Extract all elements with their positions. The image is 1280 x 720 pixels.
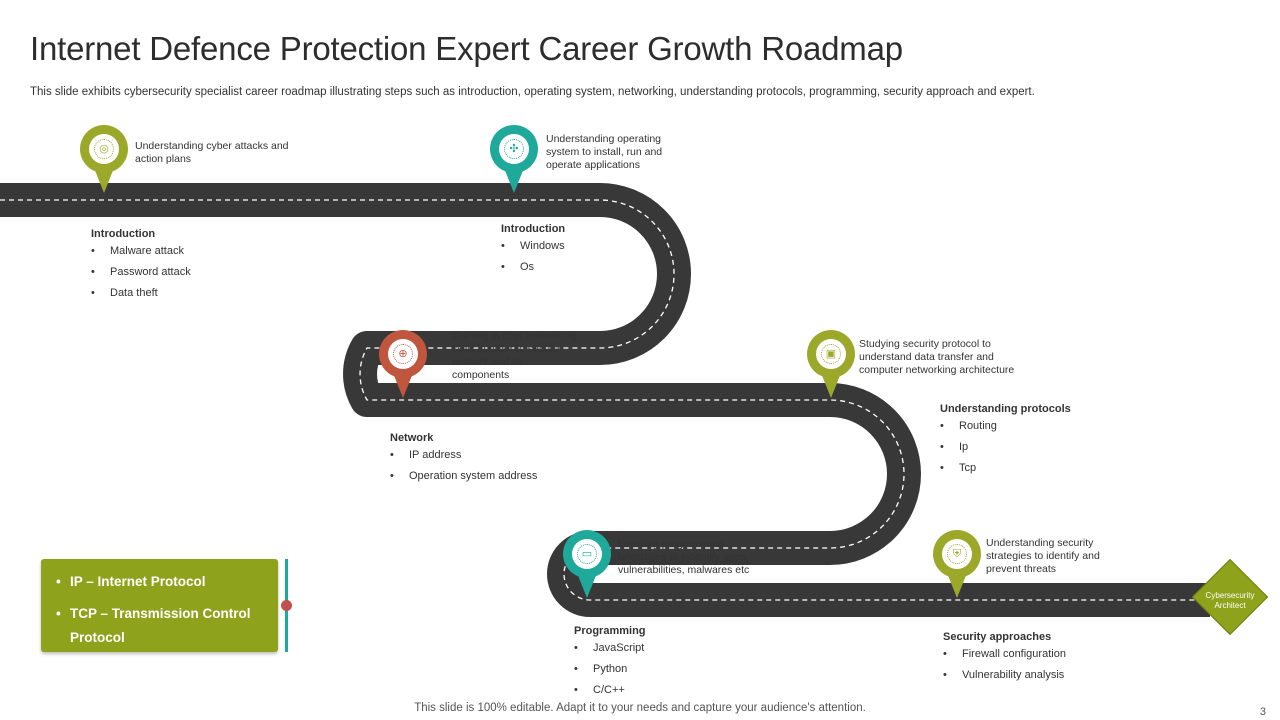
circuit-icon: ✣ — [509, 143, 519, 155]
legend-item: IP – Internet Protocol — [53, 570, 266, 594]
list-item: Password attack — [91, 266, 191, 287]
monitor-code-icon: ▭ — [581, 548, 593, 560]
network-globe-icon: ⊕ — [398, 348, 408, 360]
list-item: Firewall configuration — [943, 648, 1066, 669]
list-item: Vulnerability analysis — [943, 669, 1066, 690]
list-item: Operation system address — [390, 470, 537, 491]
list-item: IP address — [390, 449, 537, 470]
footer-note: This slide is 100% editable. Adapt it to… — [414, 702, 866, 714]
step-1-block: Introduction Malware attack Password att… — [91, 228, 191, 308]
list-item: Os — [501, 261, 565, 282]
list-item: Tcp — [940, 462, 1071, 483]
step-1-heading: Introduction — [91, 228, 156, 240]
step-2-pin: ✣ — [490, 125, 538, 197]
protocol-chip-icon: ▣ — [825, 348, 837, 360]
page-number: 3 — [1259, 706, 1266, 718]
step-6-heading: Security approaches — [943, 631, 1052, 643]
step-2-block: Introduction Windows Os — [501, 223, 565, 282]
legend-item: TCP – Transmission Control Protocol — [53, 602, 266, 650]
step-3-block: Network IP address Operation system addr… — [390, 432, 537, 491]
step-3-pin: ⊕ — [379, 330, 427, 402]
globe-gear-icon: ◎ — [99, 143, 109, 155]
slide-subtitle: This slide exhibits cybersecurity specia… — [30, 86, 1035, 98]
slide-title: Internet Defence Protection Expert Caree… — [30, 30, 903, 67]
step-6-pin: ⛨ — [933, 530, 981, 602]
step-5-pin: ▭ — [563, 530, 611, 602]
step-4-block: Understanding protocols Routing Ip Tcp — [940, 403, 1071, 483]
step-5-block: Programming JavaScript Python C/C++ — [574, 625, 646, 705]
list-item: Malware attack — [91, 245, 191, 266]
step-5-heading: Programming — [574, 625, 646, 637]
list-item: Python — [574, 663, 646, 684]
legend-connector-dot — [281, 600, 292, 611]
step-2-heading: Introduction — [501, 223, 566, 235]
shield-gear-icon: ⛨ — [952, 548, 962, 560]
step-6-block: Security approaches Firewall configurati… — [943, 631, 1066, 690]
step-3-heading: Network — [390, 432, 434, 444]
abbreviation-legend: IP – Internet Protocol TCP – Transmissio… — [41, 559, 278, 652]
step-4-pin: ▣ — [807, 330, 855, 402]
step-1-pin: ◎ — [80, 125, 128, 197]
list-item: JavaScript — [574, 642, 646, 663]
goal-label: Cybersecurity Architect — [1205, 591, 1255, 610]
list-item: Ip — [940, 441, 1071, 462]
list-item: Data theft — [91, 287, 191, 308]
list-item: Routing — [940, 420, 1071, 441]
step-4-heading: Understanding protocols — [940, 403, 1071, 415]
list-item: C/C++ — [574, 684, 646, 705]
list-item: Windows — [501, 240, 565, 261]
